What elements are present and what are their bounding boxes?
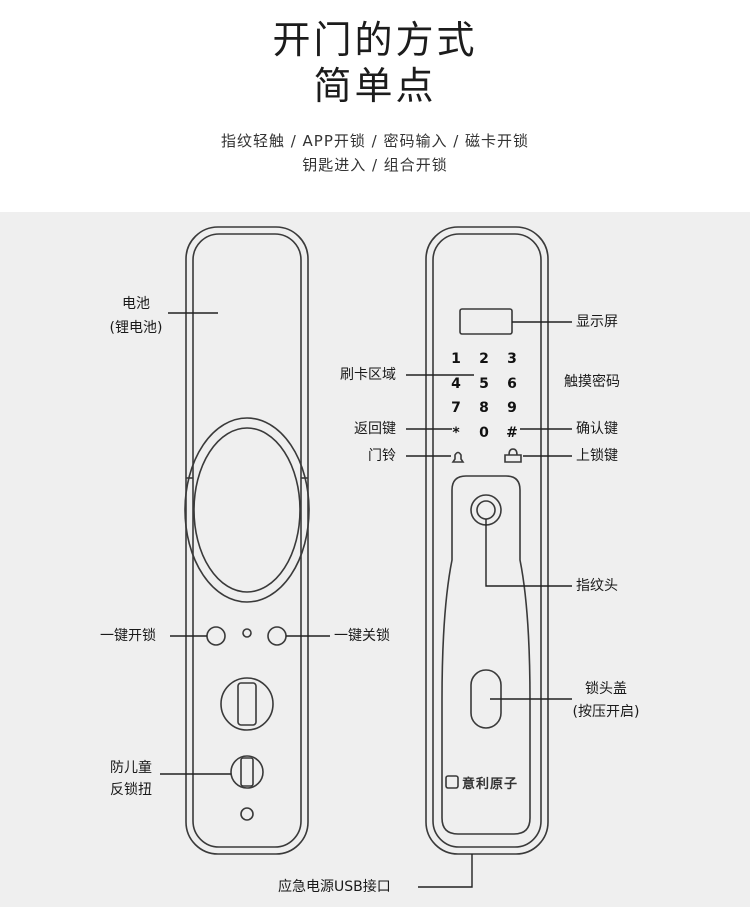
label-one-key-unlock: 一键开锁 <box>100 628 156 644</box>
key-star[interactable]: * <box>452 425 460 441</box>
label-usb: 应急电源USB接口 <box>278 879 391 895</box>
key-7[interactable]: 7 <box>451 400 461 416</box>
key-2[interactable]: 2 <box>479 351 489 367</box>
brand-logo-icon <box>445 775 459 789</box>
inner-lock-outer <box>185 226 309 855</box>
unlock-button <box>206 626 226 646</box>
methods-line-2: 钥匙进入 / 组合开锁 <box>302 156 448 174</box>
bell-icon <box>451 451 465 463</box>
key-3[interactable]: 3 <box>507 351 517 367</box>
brand-name: 意利原子 <box>462 777 519 792</box>
key-9[interactable]: 9 <box>507 400 517 416</box>
fingerprint-handle <box>441 475 531 835</box>
diagram-panel <box>0 212 750 907</box>
label-child-lock-2: 反锁扭 <box>110 782 152 798</box>
label-lock-key: 上锁键 <box>576 448 618 464</box>
fingerprint-sensor-inner <box>476 500 496 520</box>
label-card-area: 刷卡区域 <box>340 367 396 383</box>
key-8[interactable]: 8 <box>479 400 489 416</box>
key-5[interactable]: 5 <box>479 376 489 392</box>
child-lock-knob <box>230 755 264 789</box>
key-6[interactable]: 6 <box>507 376 517 392</box>
label-touch-password: 触摸密码 <box>564 374 620 390</box>
inner-handle-outer <box>184 417 310 603</box>
key-1[interactable]: 1 <box>451 351 461 367</box>
label-back-key: 返回键 <box>354 421 396 437</box>
label-lock-cover: 锁头盖 <box>585 681 627 697</box>
label-fingerprint: 指纹头 <box>576 578 618 594</box>
methods-line-1: 指纹轻触 / APP开锁 / 密码输入 / 磁卡开锁 <box>220 132 530 150</box>
screw-hole <box>240 807 254 821</box>
padlock-icon <box>504 448 522 463</box>
label-display: 显示屏 <box>576 314 618 330</box>
label-battery: 电池 <box>122 296 150 312</box>
label-one-key-lock: 一键关锁 <box>334 628 390 644</box>
label-confirm-key: 确认键 <box>576 421 618 437</box>
thumb-turn <box>220 677 274 731</box>
label-child-lock-1: 防儿童 <box>110 760 152 776</box>
key-0[interactable]: 0 <box>479 425 489 441</box>
outer-lock-inner <box>432 233 542 848</box>
key-hash[interactable]: # <box>506 425 518 441</box>
title-line-1: 开门的方式 <box>272 18 478 62</box>
label-battery-type: (锂电池) <box>109 320 163 336</box>
lock-button <box>267 626 287 646</box>
display-screen <box>459 308 513 335</box>
title-line-2: 简单点 <box>313 64 437 108</box>
key-4[interactable]: 4 <box>451 376 461 392</box>
indicator-dot <box>242 628 252 638</box>
label-lock-cover-note: (按压开启) <box>572 704 640 720</box>
inner-lock-inner <box>192 233 302 848</box>
outer-lock-outer <box>425 226 549 855</box>
inner-handle-inner <box>193 427 301 593</box>
label-doorbell: 门铃 <box>368 448 396 464</box>
